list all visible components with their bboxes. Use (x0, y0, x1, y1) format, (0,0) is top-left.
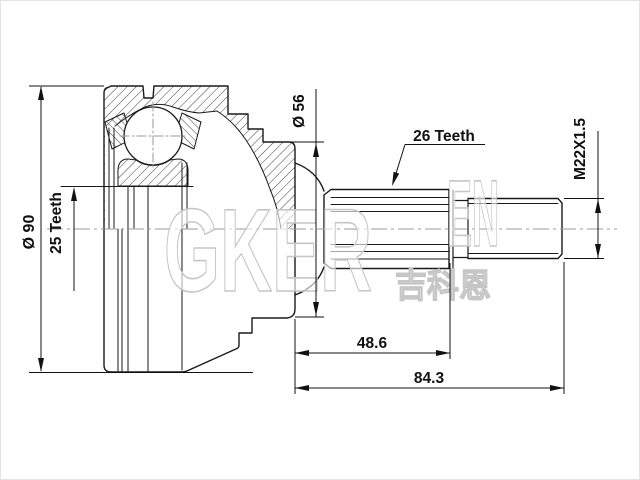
thread-root-lines (467, 203, 559, 254)
arrow-left (295, 385, 309, 391)
bell-detail-lines (60, 127, 194, 372)
dimension-thread: M22X1.5 (564, 118, 604, 259)
total-length-label: 84.3 (414, 370, 445, 387)
outer-diameter-label: Ø 90 (21, 215, 38, 250)
arrow-right (550, 385, 564, 391)
spline-teeth-lines (330, 197, 450, 260)
arrow-up (38, 86, 44, 100)
dimension-outer-diameter: Ø 90 (21, 85, 253, 373)
arrow-down (595, 244, 601, 258)
arrow-down (38, 358, 44, 372)
bell-housing (60, 85, 296, 373)
thread-section (467, 197, 563, 260)
watermark-brand-suffix: EN (447, 161, 499, 267)
arrow-leader (392, 171, 400, 186)
stub-shaft (294, 162, 563, 296)
arrow-up (313, 143, 319, 157)
watermark-brand: GKER (164, 185, 372, 317)
bell-profile (103, 85, 296, 230)
arrow-up (71, 187, 77, 201)
spline-length-label: 48.6 (357, 335, 388, 352)
flange-diameter-label: Ø 56 (291, 94, 308, 128)
dimension-spline-length: 48.6 (294, 263, 451, 394)
thread-outline (467, 197, 563, 260)
dimension-shaft-spline: 26 Teeth (392, 128, 485, 186)
bell-outside-view (103, 228, 296, 373)
arrow-up (595, 199, 601, 213)
dimension-total-length: 84.3 (295, 262, 565, 394)
arrow-left (295, 350, 309, 356)
dimension-flange-diameter: Ø 56 (290, 89, 324, 318)
watermark: GKER EN 吉科恩 (163, 160, 500, 318)
shaft-spline-label: 26 Teeth (413, 128, 475, 145)
watermark-cjk: 吉科恩 (395, 267, 491, 304)
inner-spline-label: 25 Teeth (48, 192, 65, 254)
arrow-right (436, 350, 450, 356)
shaft-fillets (294, 162, 325, 296)
arrow-down (313, 302, 319, 316)
dimensions: Ø 90 25 Teeth Ø 56 26 Teeth M22X1.5 (21, 85, 604, 394)
dimension-inner-spline: 25 Teeth (48, 187, 77, 291)
thread-label: M22X1.5 (572, 118, 589, 180)
ball-centerlines (119, 101, 188, 171)
